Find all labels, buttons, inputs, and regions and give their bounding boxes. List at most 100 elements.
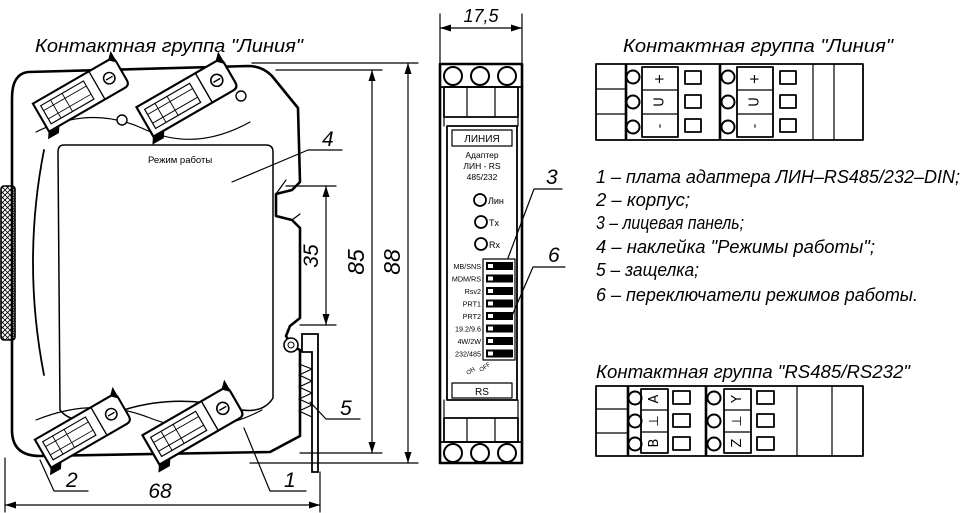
screw — [625, 69, 641, 85]
line-terminal-title: Контактная группа "Линия" — [623, 36, 895, 56]
switch-4-slider — [488, 301, 493, 306]
led-lin — [473, 193, 487, 207]
sticker-label: Режим работы — [148, 155, 212, 166]
callout-2: 2 — [39, 459, 89, 492]
dimension-68: 68 — [4, 457, 321, 513]
switch-6 — [486, 324, 513, 333]
callout-1: 1 — [243, 427, 307, 492]
extension-lines — [439, 13, 523, 65]
extension-lines — [275, 69, 383, 454]
pin-label: U — [748, 97, 763, 107]
switch-7-slider — [488, 339, 493, 343]
screw — [627, 390, 643, 406]
pin-label: - — [653, 123, 668, 128]
dimension-label: 17,5 — [463, 6, 499, 26]
leader-line — [39, 459, 89, 492]
dimension-35: 35 — [285, 185, 337, 326]
led-rx — [474, 237, 488, 251]
terminal-screw — [497, 443, 517, 463]
legend-item-3: 3 – лицевая панель; — [596, 213, 744, 233]
device-name-line-3: 485/232 — [467, 172, 498, 182]
screw — [627, 413, 643, 429]
dimension-85: 85 — [275, 69, 383, 454]
latch-spring — [298, 363, 313, 418]
switch-1-slider — [488, 264, 493, 268]
contact-window — [756, 390, 775, 405]
switch-1 — [486, 262, 513, 270]
din-rail-notch — [275, 179, 301, 221]
switch-2-slider — [488, 276, 493, 281]
extension-lines — [249, 62, 419, 464]
contact-window — [684, 94, 702, 109]
pin-label: B — [647, 439, 662, 448]
latch — [301, 333, 319, 473]
legend-item-1: 1 – плата адаптера ЛИН–RS485/232–DIN; — [596, 167, 960, 187]
parts-legend: 1 – плата адаптера ЛИН–RS485/232–DIN; 2 … — [595, 167, 960, 305]
panel-title-box — [451, 129, 513, 147]
terminal-block-outline — [595, 63, 864, 141]
switch-label: MDM/RS — [452, 275, 481, 284]
pin-dividers — [640, 409, 669, 433]
front-view: 17,5 ЛИНИЯ Адаптер ЛИН - RS 485/232 Лин … — [438, 6, 566, 465]
rs-terminal-title: Контактная группа "RS485/RS232" — [596, 362, 912, 382]
contact-window — [672, 436, 691, 451]
pin-label: A — [647, 394, 662, 403]
dimension-88: 88 — [249, 62, 419, 464]
rs-terminal-block: Контактная группа "RS485/RS232" A ⊥ B Y — [595, 362, 912, 457]
pin-label-plate — [640, 388, 669, 454]
terminal-block-outline — [595, 385, 864, 457]
switch-6-slider — [488, 326, 493, 331]
module-front-outline — [438, 62, 524, 465]
led-indicators: Лин Tx Rx — [473, 193, 504, 251]
latch-pivot — [283, 337, 299, 353]
legend-item-6: 6 – переключатели режимов работы. — [596, 285, 918, 305]
dimension-label: 35 — [300, 244, 323, 268]
callout-6: 6 — [510, 244, 566, 319]
switch-8-slider — [488, 351, 493, 356]
switch-3 — [486, 287, 513, 295]
callout-4: 4 — [231, 128, 343, 183]
switch-3-slider — [488, 289, 493, 293]
contact-window — [684, 118, 702, 133]
contact-window — [672, 413, 691, 428]
terminal-screw — [443, 443, 463, 463]
switch-4 — [486, 299, 513, 308]
end-partitions — [796, 385, 833, 457]
switch-label: PRT2 — [463, 312, 481, 321]
terminal-screw — [443, 66, 463, 86]
operating-mode-sticker — [57, 144, 274, 421]
pin-dividers — [723, 409, 752, 433]
side-view: Контактная группа "Линия" Режим работы 3… — [0, 36, 419, 513]
callout-number: 4 — [322, 128, 334, 151]
rs-group-1: A ⊥ B — [627, 388, 691, 454]
switch-position-on: ON — [466, 367, 477, 377]
pin-label: Y — [730, 395, 745, 404]
housing-side-curve — [32, 149, 45, 376]
line-group-2: + U - — [720, 66, 797, 138]
terminal-housing — [443, 417, 519, 443]
port-label-box — [451, 382, 513, 399]
row-dividers — [595, 88, 627, 115]
switch-2 — [486, 274, 513, 283]
pin-dividers — [641, 89, 679, 115]
pin-label: ⊥ — [730, 415, 745, 426]
leader-line — [231, 149, 343, 183]
front-panel — [446, 125, 518, 401]
contact-window — [756, 436, 775, 451]
pin-label: + — [748, 74, 763, 85]
contact-window — [779, 118, 797, 133]
top-terminal-clamp-1 — [25, 51, 134, 140]
callout-number: 3 — [546, 166, 558, 189]
switch-label: 232/485 — [455, 350, 481, 359]
leader-line — [507, 188, 563, 259]
led-label: Tx — [489, 218, 499, 228]
switch-label: 19.2/9.6 — [455, 325, 481, 334]
switch-label: 4W/2W — [457, 337, 481, 346]
leader-line — [309, 401, 361, 420]
contact-window — [779, 70, 797, 85]
screw — [625, 94, 641, 110]
legend-item-4: 4 – наклейка "Режимы работы"; — [596, 237, 875, 257]
front-bottom-terminals — [439, 399, 523, 463]
leader-line — [510, 266, 566, 319]
end-partitions — [812, 63, 835, 141]
